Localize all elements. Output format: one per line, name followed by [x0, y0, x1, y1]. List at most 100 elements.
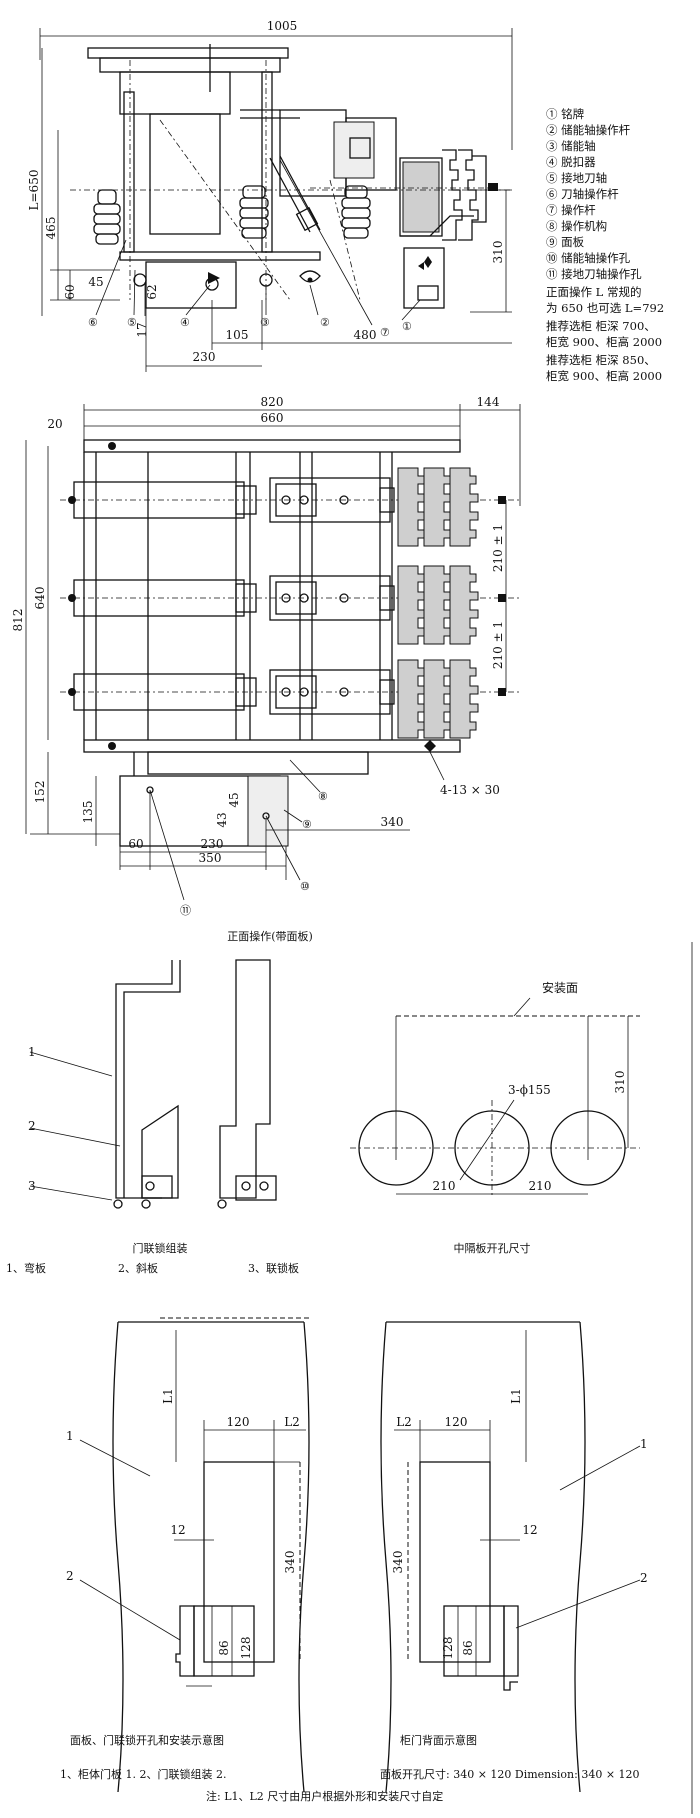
legend-note: 柜宽 900、柜高 2000	[546, 369, 662, 383]
dim-45: 45	[88, 275, 103, 289]
dim-480: 480	[354, 328, 377, 342]
front-view-caption: 正面操作(带面板)	[227, 929, 313, 943]
interlock-part-3: 3、联锁板	[248, 1261, 299, 1275]
dim-L2-left: L2	[284, 1415, 300, 1429]
legend-item: ④ 脱扣器	[546, 155, 596, 169]
legend-item: ⑦ 操作杆	[546, 203, 596, 217]
dim-holes: 4-13 × 30	[440, 783, 500, 797]
legend-note: 正面操作 L 常规的	[546, 285, 641, 299]
dim-120-right: 120	[445, 1415, 468, 1429]
dim-640: 640	[33, 587, 47, 610]
dim-230: 230	[193, 350, 216, 364]
dim-660: 660	[261, 411, 284, 425]
legend-item: ① 铭牌	[546, 107, 584, 121]
dim-310-side: 310	[491, 241, 505, 264]
dim-812: 812	[11, 609, 25, 632]
parts-line: 1、柜体门板 1. 2、门联锁组装 2.	[60, 1767, 226, 1781]
panel-left-label-2: 2	[66, 1569, 74, 1583]
holes-spec: 3-ϕ155	[508, 1083, 551, 1097]
dimension-line: 面板开孔尺寸: 340 × 120 Dimension: 340 × 120	[380, 1767, 640, 1781]
marker-4: ④	[180, 316, 190, 329]
interlock-part-1: 1、弯板	[6, 1261, 46, 1275]
legend-item: ⑤ 接地刀轴	[546, 171, 607, 185]
marker-6: ⑥	[88, 316, 98, 329]
dim-L650: L=650	[27, 170, 41, 211]
dim-340-left: 340	[283, 1551, 297, 1574]
marker-3: ③	[260, 316, 270, 329]
panel-right-caption: 柜门背面示意图	[400, 1733, 477, 1747]
interlock-label-2: 2	[28, 1119, 36, 1133]
dim-20: 20	[47, 417, 62, 431]
dim-L1-right: L1	[509, 1388, 523, 1404]
dim-43: 43	[215, 812, 229, 827]
dim-12-right: 12	[522, 1523, 537, 1537]
mount-surface-label: 安装面	[542, 980, 578, 995]
marker-5: ⑤	[127, 316, 137, 329]
dim-105: 105	[226, 328, 249, 342]
partition-caption: 中隔板开孔尺寸	[454, 1241, 531, 1255]
legend-item: ⑪ 接地刀轴操作孔	[546, 267, 642, 281]
legend-item: ⑧ 操作机构	[546, 219, 607, 233]
dim-310-partition: 310	[613, 1071, 627, 1094]
dim-45-front: 45	[227, 792, 241, 807]
front-view-drawing: 820 144 660 20	[11, 395, 521, 943]
door-back-drawing: L1 L2 120 340 12 128 86 1 2 柜门背面示意图	[380, 1321, 648, 1793]
legend-item: ③ 储能轴	[546, 139, 596, 153]
dim-210-a: 210	[433, 1179, 456, 1193]
dim-62: 62	[145, 284, 159, 299]
dim-152: 152	[33, 781, 47, 804]
legend-note: 为 650 也可选 L=792	[546, 301, 664, 315]
panel-left-label-1: 1	[66, 1429, 74, 1443]
dim-L1-left: L1	[161, 1388, 175, 1404]
legend: ① 铭牌 ② 储能轴操作杆 ③ 储能轴 ④ 脱扣器 ⑤ 接地刀轴 ⑥ 刀轴操作杆…	[546, 107, 664, 383]
legend-item: ⑨ 面板	[546, 235, 585, 249]
legend-item: ⑥ 刀轴操作杆	[546, 187, 619, 201]
marker-9: ⑨	[302, 818, 312, 831]
marker-1: ①	[402, 320, 412, 333]
dim-120-left: 120	[227, 1415, 250, 1429]
interlock-part-2: 2、斜板	[118, 1261, 158, 1275]
interlock-label-3: 3	[28, 1179, 36, 1193]
marker-10: ⑩	[300, 880, 310, 893]
dim-144: 144	[477, 395, 500, 409]
legend-note: 柜宽 900、柜高 2000	[546, 335, 662, 349]
marker-8: ⑧	[318, 790, 328, 803]
interlock-caption: 门联锁组装	[133, 1241, 188, 1255]
legend-item: ② 储能轴操作杆	[546, 123, 631, 137]
side-view-drawing: 1005	[27, 19, 513, 372]
dim-1005: 1005	[267, 19, 298, 33]
bottom-notes: 1、柜体门板 1. 2、门联锁组装 2. 面板开孔尺寸: 340 × 120 D…	[60, 1767, 640, 1803]
legend-item: ⑩ 储能轴操作孔	[546, 251, 631, 265]
dim-210-b: 210	[529, 1179, 552, 1193]
dim-L2-right: L2	[396, 1415, 412, 1429]
dim-128-left: 128	[239, 1637, 253, 1660]
panel-cutout-drawing: L1 120 L2 340 12 86 128 1 2 面板、门联锁开孔和安装示…	[66, 1317, 310, 1793]
dim-350: 350	[199, 851, 222, 865]
dim-340-front: 340	[381, 815, 404, 829]
dim-86-right: 86	[461, 1640, 475, 1655]
legend-note: 推荐选柜 柜深 700、	[546, 319, 656, 333]
partition-holes-drawing: 安装面 310 3-ϕ155 210 210 中隔板开孔尺寸	[350, 980, 640, 1255]
dim-135: 135	[81, 801, 95, 824]
legend-note: 推荐选柜 柜深 850、	[546, 353, 656, 367]
note-line: 注: L1、L2 尺寸由用户根据外形和安装尺寸自定	[206, 1789, 443, 1803]
dim-340-right: 340	[391, 1551, 405, 1574]
interlock-label-1: 1	[28, 1045, 36, 1059]
dim-86-left: 86	[217, 1640, 231, 1655]
dim-60: 60	[63, 284, 77, 299]
dim-17: 17	[135, 322, 149, 337]
dim-pitch-2: 210 ± 1	[491, 621, 505, 669]
dim-820: 820	[261, 395, 284, 409]
panel-right-label-1: 1	[640, 1437, 648, 1451]
marker-2: ②	[320, 316, 330, 329]
dim-12-left: 12	[170, 1523, 185, 1537]
dim-128-right: 128	[441, 1637, 455, 1660]
dim-230-front: 230	[201, 837, 224, 851]
panel-left-caption: 面板、门联锁开孔和安装示意图	[70, 1733, 224, 1747]
interlock-assembly-drawing: 1 2 3 门联锁组装 1、弯板 2、斜板 3、联锁板	[6, 959, 299, 1275]
marker-7: ⑦	[380, 326, 390, 339]
panel-right-label-2: 2	[640, 1571, 648, 1585]
dim-pitch-1: 210 ± 1	[491, 524, 505, 572]
marker-11: ⑪	[180, 904, 191, 917]
